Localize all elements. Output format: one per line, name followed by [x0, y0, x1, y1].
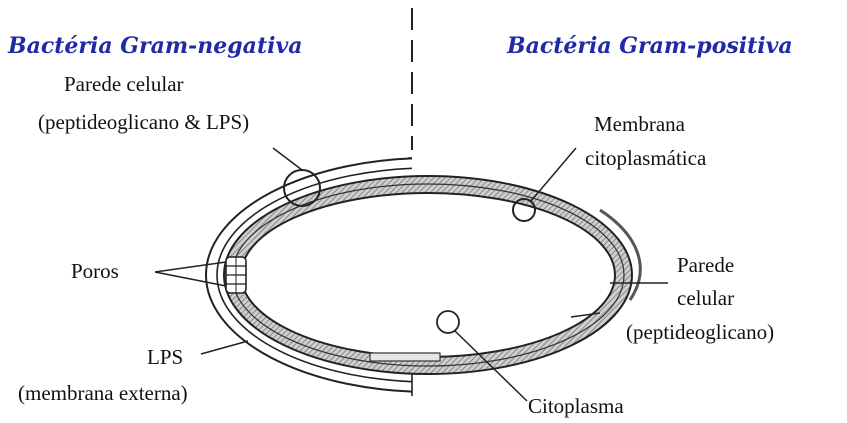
cell-wall-pos-label-line3: (peptideoglicano): [626, 320, 774, 344]
lps-label-line1: LPS: [147, 345, 183, 369]
gram-positive-title: Bactéria Gram-positiva: [506, 33, 793, 59]
pores: [226, 257, 246, 293]
gram-negative-title: Bactéria Gram-negativa: [7, 33, 303, 59]
lps-label-line2: (membrana externa): [18, 381, 188, 405]
cell-wall-pos-label-line1: Parede: [677, 253, 734, 277]
cell-wall-neg-label-line1: Parede celular: [64, 72, 184, 96]
wall-segment: [370, 353, 440, 361]
cell-wall-ring: [224, 176, 632, 374]
pores-label: Poros: [71, 259, 119, 283]
membrane-label-line1: Membrana: [594, 112, 686, 136]
membrane-label-line2: citoplasmática: [585, 146, 707, 170]
cell-wall-neg-label-line2: (peptideoglicano & LPS): [38, 110, 249, 134]
cell-wall-pos-label-line2: celular: [677, 286, 734, 310]
cytoplasm-callout-circle: [437, 311, 459, 333]
cytoplasm-label: Citoplasma: [528, 394, 624, 418]
